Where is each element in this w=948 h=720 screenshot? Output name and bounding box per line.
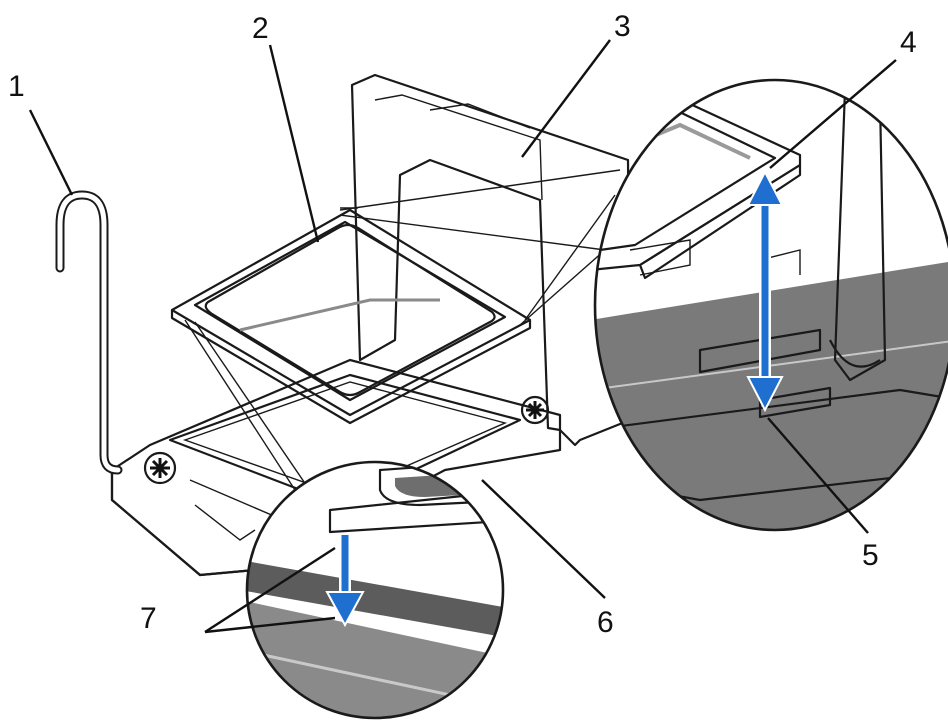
- screw-icon: [143, 451, 177, 485]
- callout-4: 4: [900, 26, 917, 59]
- processor: [170, 207, 532, 425]
- callout-7: 7: [140, 602, 157, 635]
- callout-3: 3: [614, 10, 631, 43]
- callout-6: 6: [597, 606, 614, 639]
- leader-lines: [28, 39, 897, 634]
- socket-release-lever: [55, 190, 123, 475]
- down-arrow-icon: [325, 535, 365, 628]
- callout-5: 5: [862, 539, 879, 572]
- screw-icon: [520, 395, 550, 425]
- zoom-detail-pin-alignment: [593, 78, 948, 532]
- callout-2: 2: [252, 12, 269, 45]
- zoom-detail-socket-notch: [245, 460, 505, 720]
- callout-1: 1: [8, 70, 25, 103]
- double-arrow-icon: [746, 169, 784, 413]
